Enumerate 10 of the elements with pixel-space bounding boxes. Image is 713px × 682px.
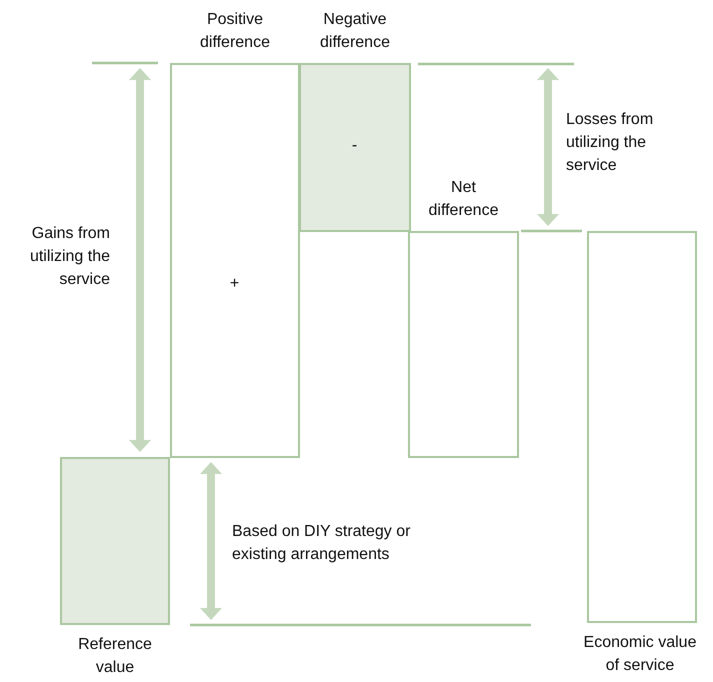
dimension-label: Losses from utilizing the service [566, 110, 654, 176]
bar-label: Positive difference [199, 10, 271, 53]
bar-label: Negative difference [319, 10, 391, 53]
sign-label: + [228, 275, 240, 293]
dimension-label: Based on DIY strategy or existing arrangements [232, 522, 412, 565]
bar-label: Economic value of service [582, 633, 698, 676]
bar-label: Reference value [77, 635, 153, 678]
sign-label: - [350, 137, 358, 155]
dimension-label: Gains from utilizing the service [28, 224, 110, 290]
bar-label: Net difference [428, 178, 500, 221]
